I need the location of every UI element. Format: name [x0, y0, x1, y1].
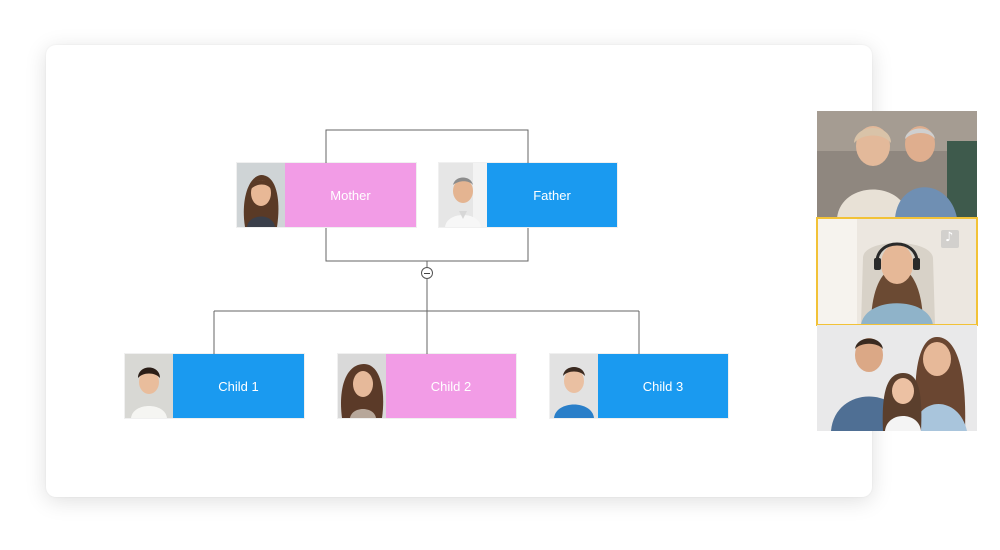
video-call-panel [817, 111, 977, 431]
node-child3[interactable]: Child 3 [550, 354, 728, 418]
child3-photo [550, 354, 598, 418]
mother-photo [237, 163, 285, 227]
node-father[interactable]: Father [439, 163, 617, 227]
diagram-canvas [46, 45, 872, 497]
node-child2[interactable]: Child 2 [338, 354, 516, 418]
child2-label: Child 2 [386, 354, 516, 418]
mute-icon[interactable] [941, 230, 959, 248]
video-tile-grandparents[interactable] [817, 111, 977, 218]
father-label: Father [487, 163, 617, 227]
child1-label: Child 1 [173, 354, 304, 418]
father-photo [439, 163, 487, 227]
node-child1[interactable]: Child 1 [125, 354, 304, 418]
node-mother[interactable]: Mother [237, 163, 416, 227]
video-tile-headset-woman[interactable] [817, 218, 977, 325]
child1-photo [125, 354, 173, 418]
child3-label: Child 3 [598, 354, 728, 418]
child2-photo [338, 354, 386, 418]
video-tile-family[interactable] [817, 325, 977, 431]
collapse-toggle-icon[interactable] [421, 267, 433, 279]
mother-label: Mother [285, 163, 416, 227]
